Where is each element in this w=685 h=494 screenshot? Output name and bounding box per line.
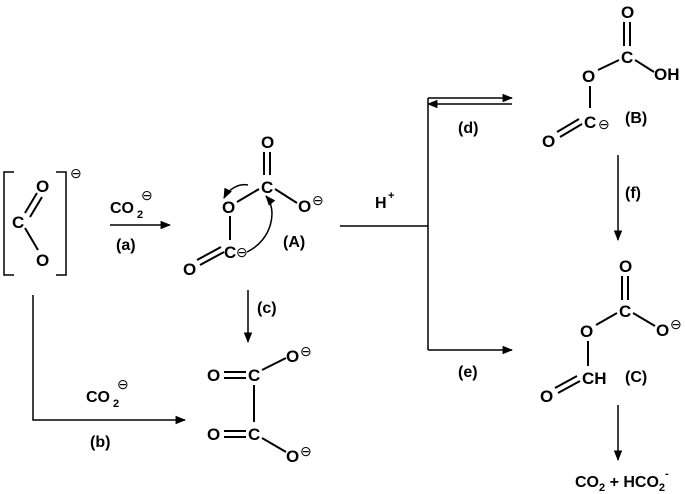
svg-text:O: O — [656, 321, 669, 340]
atom-O-bottom: O — [36, 251, 49, 270]
step-label-d: (d) — [458, 120, 478, 137]
oxalate: O C O ⊖ C O O ⊖ — [207, 343, 312, 466]
svg-text:C: C — [224, 243, 236, 262]
svg-text:CH: CH — [582, 369, 607, 388]
reagent-co2-a: CO — [110, 200, 134, 217]
compound-label-B: (B) — [625, 110, 647, 127]
compound-C: O C O ⊖ O CH O (C) — [540, 257, 682, 406]
final-products-text: CO2 + HCO2- — [575, 468, 669, 494]
protonation-branch: H + (d) (e) — [340, 93, 514, 381]
svg-text:O: O — [298, 197, 311, 216]
svg-text:O: O — [540, 387, 553, 406]
co2-radical-anion: ⊖ O C O — [3, 165, 82, 276]
step-c: (c) — [243, 290, 277, 344]
svg-text:O: O — [542, 132, 555, 151]
step-label-c: (c) — [257, 300, 277, 317]
compound-label-A: (A) — [283, 234, 305, 251]
svg-text:O: O — [207, 366, 220, 385]
compound-A: O C O ⊖ O C ⊖ O (A) — [183, 133, 324, 279]
svg-text:O: O — [286, 347, 299, 366]
svg-text:C: C — [619, 302, 631, 321]
svg-text:C: C — [248, 425, 260, 444]
svg-text:O: O — [261, 133, 274, 152]
svg-text:C: C — [261, 178, 273, 197]
svg-text:O: O — [222, 198, 235, 217]
reagent-co2-b: CO — [86, 389, 110, 406]
svg-text:2: 2 — [113, 398, 119, 410]
svg-text:O: O — [183, 260, 196, 279]
svg-text:2: 2 — [137, 209, 143, 221]
svg-text:O: O — [619, 257, 632, 276]
atom-C: C — [12, 213, 24, 232]
svg-text:⊖: ⊖ — [670, 316, 682, 332]
bracket-charge: ⊖ — [70, 165, 82, 181]
svg-text:⊖: ⊖ — [117, 376, 129, 392]
left-bracket — [3, 171, 14, 276]
svg-text:⊖: ⊖ — [300, 443, 312, 459]
svg-text:C: C — [621, 48, 633, 67]
svg-text:O: O — [207, 425, 220, 444]
svg-text:⊖: ⊖ — [141, 187, 153, 203]
svg-text:O: O — [580, 322, 593, 341]
svg-text:O: O — [582, 67, 595, 86]
svg-text:C: C — [584, 113, 596, 132]
svg-text:⊖: ⊖ — [300, 343, 312, 359]
svg-text:C: C — [248, 366, 260, 385]
svg-text:OH: OH — [654, 65, 680, 84]
step-b: CO 2 ⊖ (b) — [32, 295, 187, 451]
step-label-a: (a) — [116, 237, 136, 254]
step-label-b: (b) — [90, 434, 110, 451]
right-bracket — [56, 171, 67, 276]
compound-label-C: (C) — [625, 369, 647, 386]
svg-text:⊖: ⊖ — [598, 116, 610, 132]
atom-O-top: O — [36, 177, 49, 196]
step-label-e: (e) — [458, 364, 478, 381]
step-a: CO 2 ⊖ (a) — [110, 187, 172, 254]
svg-text:O: O — [621, 3, 634, 22]
svg-text:+: + — [388, 190, 394, 202]
h-plus-label: H — [375, 195, 387, 212]
compound-B: O C OH O C ⊖ O (B) — [542, 3, 680, 151]
svg-text:⊖: ⊖ — [312, 192, 324, 208]
svg-text:⊖: ⊖ — [236, 244, 248, 260]
final-products: CO2 + HCO2- — [575, 405, 669, 494]
svg-text:O: O — [286, 447, 299, 466]
step-label-f: (f) — [625, 185, 641, 202]
step-f: (f) — [613, 155, 641, 242]
